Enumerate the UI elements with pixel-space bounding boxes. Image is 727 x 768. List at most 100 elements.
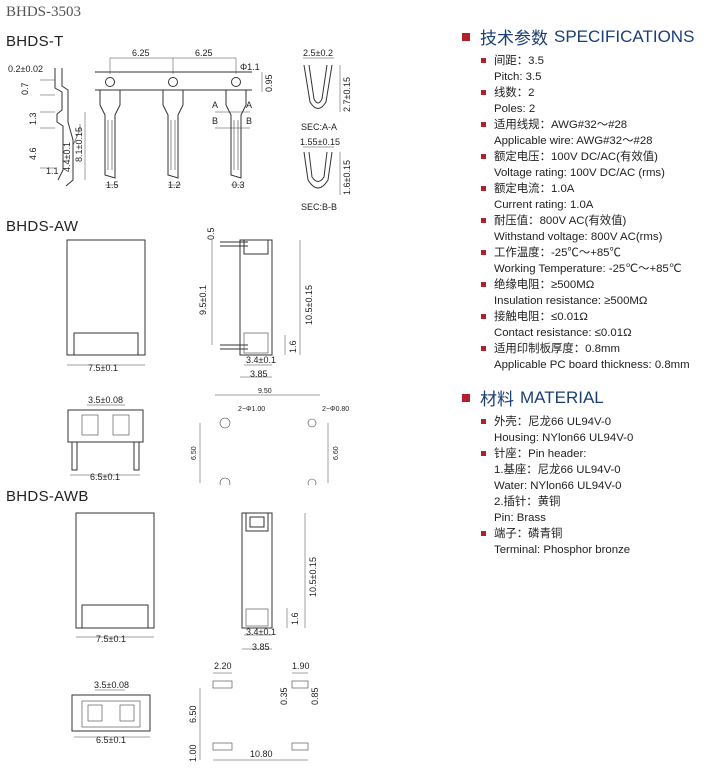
dimension-label: 1.90	[292, 661, 310, 671]
spec-row: 线数：2	[462, 85, 724, 101]
spec-row: Pin: Brass	[494, 512, 546, 524]
awb-pcb-layout	[199, 672, 309, 761]
dimension-label: 4.4±0.1	[62, 142, 72, 172]
specifications-header: 技术参数 SPECIFICATIONS	[462, 24, 724, 49]
spec-row: Pitch: 3.5	[494, 71, 542, 83]
dimension-label: 3.85	[250, 369, 268, 379]
dimension-label: SEC:B-B	[301, 202, 337, 212]
dimension-label: 8.1±0.15	[74, 127, 84, 162]
section-a-a	[303, 57, 341, 112]
dimension-label: 1.6±0.15	[342, 160, 352, 195]
dimension-label: 1.5	[106, 180, 119, 190]
dimension-label: A	[246, 100, 252, 110]
dimension-label: 3.5±0.08	[94, 680, 129, 690]
spec-row: Housing: NYlon66 UL94V-0	[494, 432, 634, 444]
spec-row: 2.插针：黄铜	[494, 496, 561, 508]
dimension-label: 10.5±0.15	[308, 557, 318, 597]
dimension-label: 10.5±0.15	[304, 285, 314, 325]
dimension-label: 4.6	[28, 147, 38, 160]
spec-row: Working Temperature: -25℃～+85℃	[494, 263, 682, 275]
bhds-t-drawing: 0.2±0.02 0.7 1.3 4.6 4.4±0.1 8.1±0.15 1.…	[8, 48, 352, 212]
dimension-label: 2.20	[214, 661, 232, 671]
dimension-label: 1.2	[168, 180, 181, 190]
section-b-b	[303, 146, 341, 195]
dimension-label: 2.7±0.15	[342, 77, 352, 112]
spec-row: Withstand voltage: 800V AC(rms)	[494, 231, 663, 243]
dim-0.2: 0.2±0.02	[8, 64, 43, 74]
dimension-label: 3.5±0.08	[88, 395, 123, 405]
document-title: BHDS-3503	[6, 4, 82, 20]
dimension-label: 7.5±0.1	[96, 634, 126, 644]
dimension-label: 1.55±0.15	[300, 137, 340, 147]
dimension-label: 2.5±0.2	[303, 48, 333, 58]
spec-row: 工作温度：-25℃～+85℃	[462, 245, 724, 261]
spec-row: 额定电压：100V DC/AC(有效值)	[462, 149, 724, 165]
spec-row: 额定电流：1.0A	[462, 181, 724, 197]
section-label-bhds-aw: BHDS-AW	[6, 218, 79, 235]
spec-row: 耐压值：800V AC(有效值)	[462, 213, 724, 229]
dimension-label: B	[246, 116, 252, 126]
dimension-label: 6.60	[333, 446, 340, 460]
bhds-awb-drawing: 7.5±0.1 10.5±0.15 1.6 3.4±0.1 3.85 3.5±0…	[71, 512, 320, 762]
section-label-bhds-awb: BHDS-AWB	[6, 488, 89, 505]
dimension-label: 6.5±0.1	[96, 735, 126, 745]
dimension-label: 6.50	[191, 446, 198, 460]
awb-front-view	[75, 512, 155, 638]
aw-bottom-view	[67, 404, 144, 476]
dimension-label: A	[212, 100, 218, 110]
dimension-label: 2−Φ0.80	[322, 406, 349, 413]
bullet-square-icon	[462, 393, 470, 402]
spec-row: 适用印制板厚度：0.8mm	[462, 341, 724, 357]
terminal-strip	[95, 57, 263, 186]
aw-front-view	[66, 239, 146, 366]
dimension-label: 1.00	[188, 744, 198, 762]
dimension-label: 0.95	[264, 74, 274, 92]
spec-row: 外壳：尼龙66 UL94V-0	[462, 414, 724, 430]
section-label-bhds-t: BHDS-T	[6, 33, 64, 50]
spec-row: 间距：3.5	[462, 53, 724, 69]
pitch-1: 6.25	[132, 48, 150, 58]
material-header: 材料 MATERIAL	[462, 385, 724, 410]
dimension-label: 9.5±0.1	[198, 285, 208, 315]
dimension-label: 3.85	[252, 642, 270, 652]
spec-row: Water: NYlon66 UL94V-0	[494, 480, 622, 492]
dimension-label: 10.80	[250, 749, 273, 759]
spec-row: 端子：磷青铜	[462, 526, 724, 542]
awb-side-view	[241, 512, 306, 650]
dimension-label: 9.50	[258, 388, 272, 395]
dimension-label: 0.7	[20, 82, 30, 95]
awb-bottom-view	[71, 689, 151, 738]
terminal-side-profile	[40, 68, 86, 187]
dimension-label: 1.6	[288, 340, 298, 353]
dimension-label: 0.35	[279, 687, 289, 705]
spec-row: Applicable PC board thickness: 0.8mm	[494, 359, 690, 371]
spec-row: Contact resistance: ≤0.01Ω	[494, 327, 632, 339]
dimension-label: 6.5±0.1	[90, 472, 120, 482]
spec-row: 针座：Pin header:	[462, 446, 724, 462]
bhds-aw-drawing: 7.5±0.1 0.5 9.5±0.1 10.5±0.15 1.6 3.4±0.…	[66, 227, 349, 485]
dimension-label: 7.5±0.1	[88, 363, 118, 373]
spec-row: 适用线规：AWG#32～#28	[462, 117, 724, 133]
aw-side-view	[211, 239, 301, 378]
bullet-square-icon	[462, 32, 470, 41]
spec-row: Voltage rating: 100V DC/AC (rms)	[494, 167, 665, 179]
spec-row: 绝缘电阻：≥500MΩ	[462, 277, 724, 293]
dimension-label: 0.5	[206, 227, 216, 240]
dimension-label: 2−Φ1.00	[238, 406, 265, 413]
aw-pcb-layout	[199, 394, 329, 485]
dimension-label: 3.4±0.1	[246, 627, 276, 637]
dimension-label: 1.3	[28, 112, 38, 125]
spec-row: Applicable wire: AWG#32～#28	[494, 135, 653, 147]
hole-dim: Φ1.1	[240, 62, 260, 72]
spec-row: 1.基座：尼龙66 UL94V-0	[494, 464, 621, 476]
spec-row: 接触电阻：≤0.01Ω	[462, 309, 724, 325]
dimension-label: 1.6	[290, 612, 300, 625]
spec-row: Poles: 2	[494, 103, 536, 115]
spec-row: Current rating: 1.0A	[494, 199, 594, 211]
pitch-2: 6.25	[195, 48, 213, 58]
dimension-label: SEC:A-A	[301, 122, 337, 132]
dimension-label: 3.4±0.1	[246, 355, 276, 365]
